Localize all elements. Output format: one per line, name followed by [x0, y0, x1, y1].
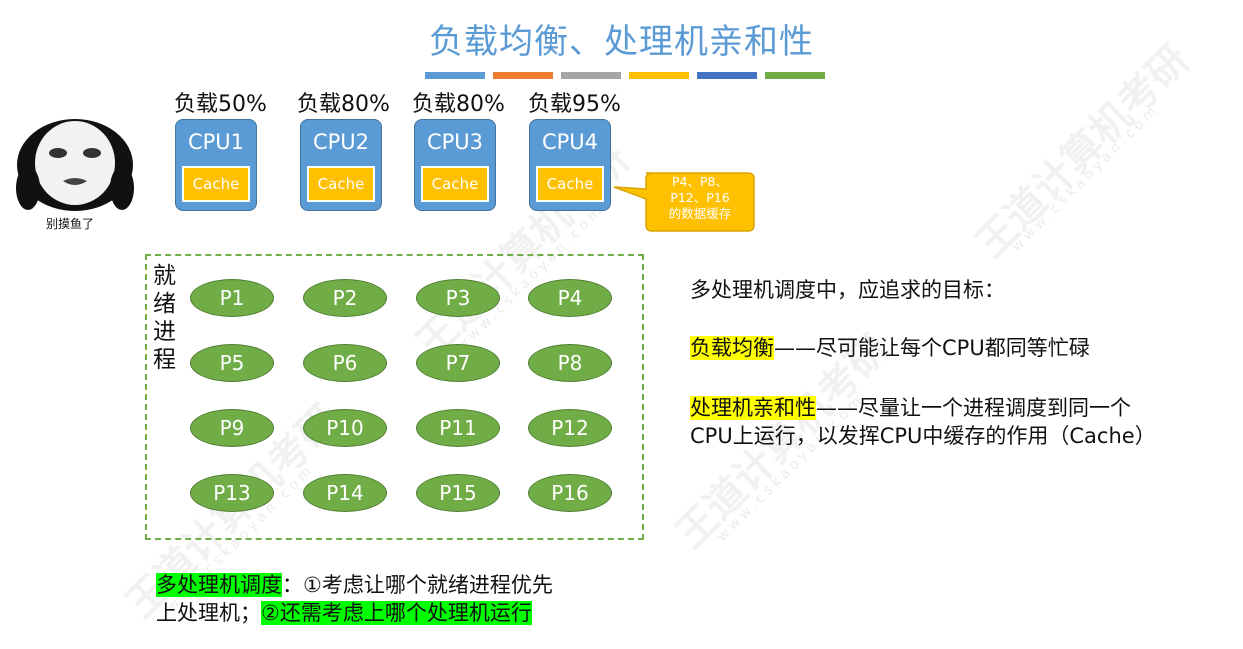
affinity-desc-1: ——尽量让一个进程调度到同一个 [816, 396, 1131, 420]
cpu1-load: 负载50% [174, 92, 267, 117]
title-bar-segment [561, 72, 621, 79]
avatar-caption: 别摸鱼了 [46, 217, 95, 231]
process-p4: P4 [528, 279, 612, 317]
sched-line1: 多处理机调度：①考虑让哪个就绪进程优先 [156, 571, 636, 599]
page-title: 负载均衡、处理机亲和性 [429, 22, 814, 62]
title-bar-segment [629, 72, 689, 79]
panda-meme-avatar [16, 119, 134, 211]
cpu2-cache: Cache [307, 166, 375, 202]
cpu2-box: CPU2 Cache [300, 119, 382, 211]
process-p3: P3 [416, 279, 500, 317]
process-p7: P7 [416, 344, 500, 382]
ready-process-pool [145, 254, 644, 540]
watermark-brand: 王道计算机考研 [967, 36, 1199, 268]
process-p9: P9 [190, 409, 274, 447]
cpu4-box: CPU4 Cache [529, 119, 611, 211]
ready-label-char: 进 [153, 319, 176, 345]
process-p10: P10 [303, 409, 387, 447]
title-bar-segment [493, 72, 553, 79]
cpu2-load: 负载80% [297, 92, 390, 117]
sched-line2: 上处理机；②还需考虑上哪个处理机运行 [156, 599, 636, 627]
cpu1-cache: Cache [182, 166, 250, 202]
callout-line3: 的数据缓存 [668, 206, 732, 221]
process-p12: P12 [528, 409, 612, 447]
ready-label-char: 绪 [153, 291, 176, 317]
process-p15: P15 [416, 474, 500, 512]
title-bar-segment [765, 72, 825, 79]
process-p14: P14 [303, 474, 387, 512]
process-p11: P11 [416, 409, 500, 447]
sched-part2: 上处理机； [156, 601, 261, 625]
affinity-desc-2: CPU上运行，以发挥CPU中缓存的作用（Cache） [690, 424, 1156, 448]
process-p2: P2 [303, 279, 387, 317]
sched-term: 多处理机调度 [156, 573, 282, 597]
callout-line1: P4、P8、 [672, 174, 728, 189]
affinity-term: 处理机亲和性 [690, 396, 816, 420]
cpu4-label: CPU4 [541, 130, 599, 154]
load-balance-desc: ——尽可能让每个CPU都同等忙碌 [774, 336, 1090, 360]
cache-callout-text: P4、P8、 P12、P16 的数据缓存 [648, 174, 752, 222]
process-p13: P13 [190, 474, 274, 512]
process-p6: P6 [303, 344, 387, 382]
title-bar-segment [425, 72, 485, 79]
ready-label-char: 程 [153, 347, 176, 373]
goals-heading: 多处理机调度中，应追求的目标： [690, 278, 1005, 302]
process-p8: P8 [528, 344, 612, 382]
goal-affinity: 处理机亲和性——尽量让一个进程调度到同一个 [690, 392, 1131, 422]
process-p1: P1 [190, 279, 274, 317]
ready-process-label: 就 绪 进 程 [153, 262, 179, 374]
title-color-bars [425, 72, 825, 79]
title-bar-segment [697, 72, 757, 79]
callout-line2: P12、P16 [670, 190, 730, 205]
process-p5: P5 [190, 344, 274, 382]
cpu2-label: CPU2 [312, 130, 370, 154]
cpu1-box: CPU1 Cache [175, 119, 257, 211]
cpu4-load: 负载95% [528, 92, 621, 117]
cpu1-label: CPU1 [187, 130, 245, 154]
sched-part1: ：①考虑让哪个就绪进程优先 [282, 573, 553, 597]
cpu3-cache: Cache [421, 166, 489, 202]
cpu4-cache: Cache [536, 166, 604, 202]
cpu3-load: 负载80% [412, 92, 505, 117]
load-balance-term: 负载均衡 [690, 336, 774, 360]
ready-label-char: 就 [153, 263, 176, 289]
cpu3-label: CPU3 [426, 130, 484, 154]
process-p16: P16 [528, 474, 612, 512]
sched-part3: ②还需考虑上哪个处理机运行 [261, 601, 532, 625]
cpu3-box: CPU3 Cache [414, 119, 496, 211]
multiprocessor-scheduling-note: 多处理机调度：①考虑让哪个就绪进程优先 上处理机；②还需考虑上哪个处理机运行 [156, 571, 636, 627]
cache-callout-bubble [613, 172, 755, 232]
goal-load-balance: 负载均衡——尽可能让每个CPU都同等忙碌 [690, 332, 1090, 362]
